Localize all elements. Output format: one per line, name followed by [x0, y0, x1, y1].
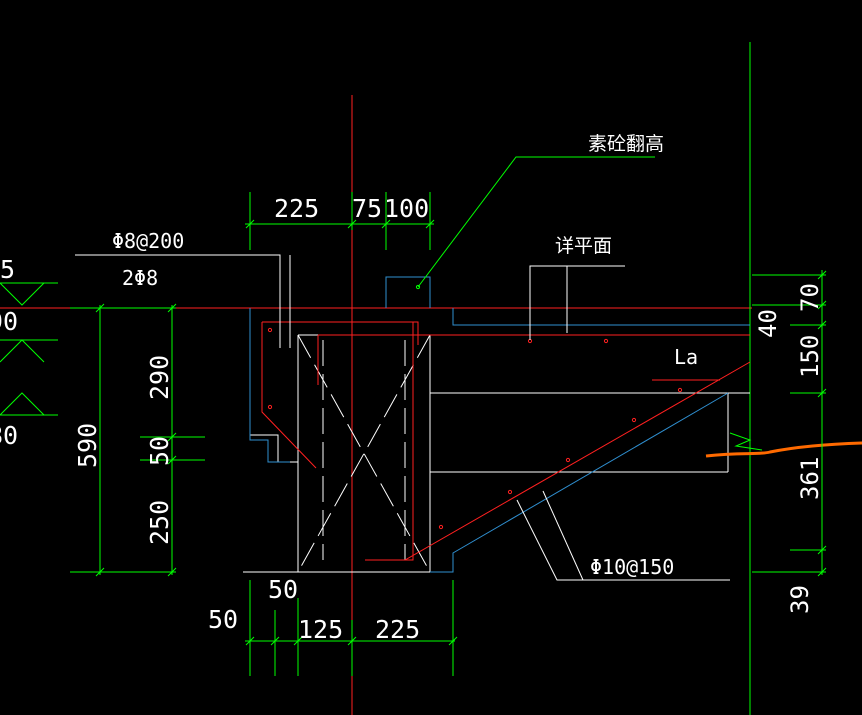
- label-stirrup-spec: Φ8@200: [112, 229, 184, 253]
- dim-right-39: 39: [786, 585, 814, 614]
- dim-bottom-50-lower: 50: [208, 605, 238, 634]
- dim-right-150: 150: [796, 335, 824, 378]
- dim-edge-5: 5: [0, 255, 15, 284]
- leader-detail-plan: [529, 265, 625, 340]
- dim-edge-80: 80: [0, 421, 18, 450]
- ground-line: [705, 441, 862, 458]
- dim-right-40: 40: [754, 309, 782, 338]
- leader-upturn: [417, 156, 655, 288]
- label-top-bars: 2Φ8: [122, 266, 158, 290]
- label-plain-concrete-upturn: 素砼翻高: [588, 133, 664, 155]
- leader-slope-bars: [516, 499, 730, 581]
- annotations: 素砼翻高 详平面 Φ8@200 2Φ8 Φ10@150 La 225 75 10…: [0, 133, 824, 644]
- dim-right-361: 361: [796, 457, 824, 500]
- label-slope-bars: Φ10@150: [590, 555, 674, 579]
- dim-left-290: 290: [145, 355, 174, 400]
- finish-lines: [249, 276, 750, 573]
- dim-bottom-225: 225: [375, 615, 420, 644]
- dim-edge-90: 90: [0, 307, 18, 336]
- dim-left-250: 250: [145, 500, 174, 545]
- beam-cross: [297, 334, 431, 573]
- dim-top-75: 75: [352, 194, 382, 223]
- dim-bottom-50-upper: 50: [268, 575, 298, 604]
- dim-left-50: 50: [145, 436, 174, 466]
- rebar-dots: [267, 327, 683, 530]
- label-anchorage: La: [674, 345, 698, 369]
- dim-left-590: 590: [73, 423, 102, 468]
- dimension-lines: [70, 192, 827, 676]
- break-symbol: [729, 432, 763, 451]
- dim-right-70: 70: [796, 283, 824, 312]
- rebar: [261, 321, 751, 561]
- leader-stirrup: [75, 254, 281, 348]
- dim-bottom-125: 125: [298, 615, 343, 644]
- leaders: [75, 156, 730, 581]
- label-detail-plan: 详平面: [555, 235, 612, 257]
- dim-top-225: 225: [274, 194, 319, 223]
- elevation-marks: [0, 282, 58, 416]
- dim-top-100: 100: [384, 194, 429, 223]
